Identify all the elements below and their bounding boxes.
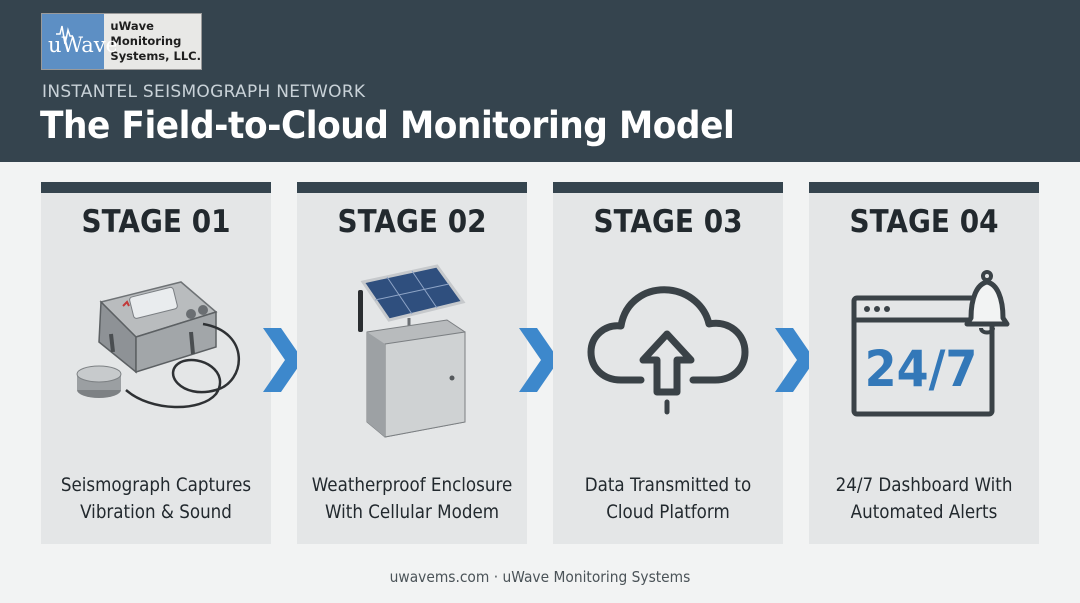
caption-line-1: Seismograph Captures [60,474,252,496]
stage-caption: Seismograph Captures Vibration & Sound [55,472,257,526]
uwave-logo-mark: uWave [42,14,116,69]
logo-wordmark: uWave Monitoring Systems, LLC. [104,19,201,64]
stage-card-4: STAGE 04 24/7 24/7 Dashboard With Automa… [809,182,1039,544]
stage-caption: Weatherproof Enclosure With Cellular Mod… [311,472,513,526]
logo-line-2: Monitoring [110,34,182,48]
chevron-right-icon [519,328,559,392]
stage-label: STAGE 01 [81,204,231,240]
stage-card-1: STAGE 01 Seismograph Captures Vibration … [41,182,271,544]
card-top-bar [297,182,527,193]
solar-enclosure-icon [358,264,466,438]
page-title: The Field-to-Cloud Monitoring Model [40,104,735,147]
card-top-bar [809,182,1039,193]
caption-line-1: Weatherproof Enclosure [311,474,513,496]
header-banner: uWave uWave Monitoring Systems, LLC. INS… [0,0,1080,162]
chevron-right-icon [775,328,815,392]
caption-line-1: 24/7 Dashboard With [835,474,1013,496]
caption-line-2: Automated Alerts [850,501,998,523]
page-subtitle: INSTANTEL SEISMOGRAPH NETWORK [42,82,366,102]
card-top-bar [553,182,783,193]
stage-card-2: STAGE 02 Weatherproof Enclosure With Cel… [297,182,527,544]
stage-label: STAGE 02 [337,204,487,240]
stage-card-3: STAGE 03 Data Transmitted to Cloud Platf… [553,182,783,544]
dashboard-bell-icon: 24/7 [851,270,1010,417]
logo-line-1: uWave [110,19,154,33]
seismograph-case-icon [76,281,240,409]
chevron-right-icon [263,328,303,392]
company-logo: uWave uWave Monitoring Systems, LLC. [41,13,202,70]
card-top-bar [41,182,271,193]
caption-line-2: With Cellular Modem [324,501,500,523]
cloud-upload-icon [587,286,749,415]
dashboard-text: 24/7 [865,340,978,398]
stage-caption: Data Transmitted to Cloud Platform [567,472,769,526]
caption-line-2: Vibration & Sound [80,501,232,523]
caption-line-1: Data Transmitted to [584,474,752,496]
svg-text:uWave: uWave [48,33,116,57]
footer-text: uwavems.com · uWave Monitoring Systems [389,568,691,586]
caption-line-2: Cloud Platform [606,501,730,523]
stage-caption: 24/7 Dashboard With Automated Alerts [823,472,1025,526]
logo-line-3: Systems, LLC. [110,49,201,63]
stage-label: STAGE 04 [849,204,999,240]
stage-label: STAGE 03 [593,204,743,240]
